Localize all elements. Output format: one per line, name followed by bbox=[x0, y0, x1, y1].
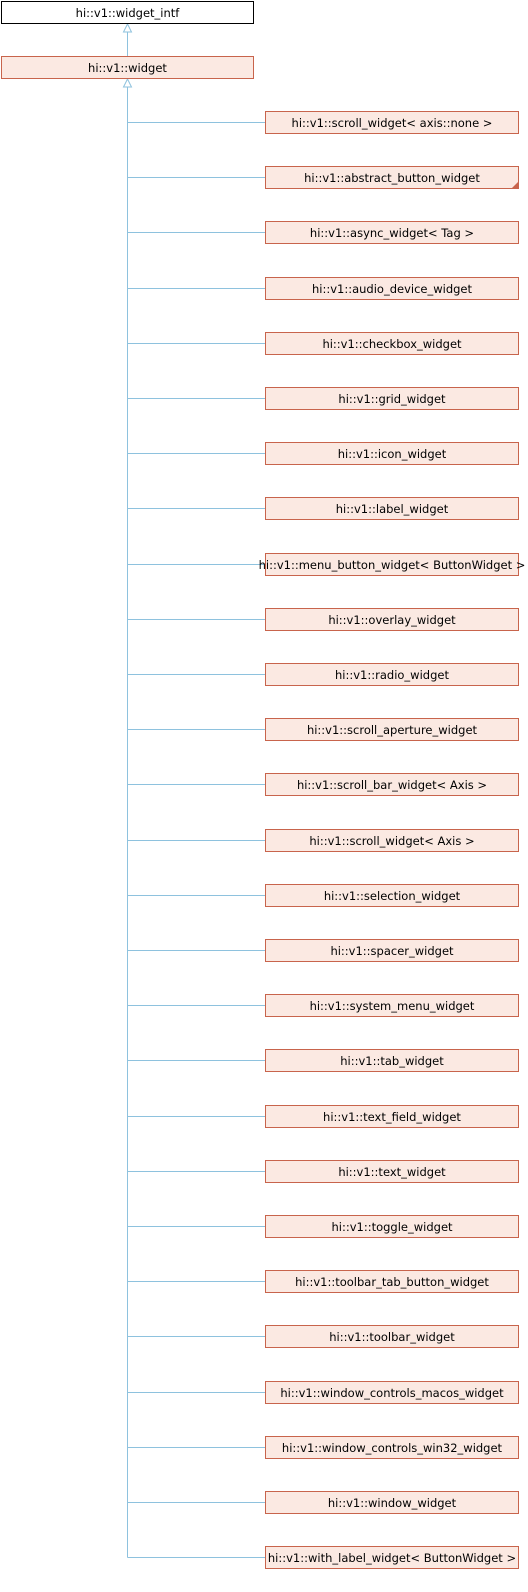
node-child-class[interactable]: hi::v1::scroll_aperture_widget bbox=[265, 718, 519, 741]
node-label: hi::v1::text_field_widget bbox=[323, 1109, 461, 1124]
node-child-class[interactable]: hi::v1::selection_widget bbox=[265, 884, 519, 907]
node-child-class[interactable]: hi::v1::scroll_widget< Axis > bbox=[265, 829, 519, 852]
node-label: hi::v1::scroll_aperture_widget bbox=[306, 722, 478, 737]
node-label: hi::v1::window_widget bbox=[327, 1495, 457, 1510]
node-label: hi::v1::abstract_button_widget bbox=[304, 170, 480, 185]
node-child-class[interactable]: hi::v1::scroll_bar_widget< Axis > bbox=[265, 773, 519, 796]
node-label: hi::v1::audio_device_widget bbox=[311, 281, 473, 296]
node-child-class[interactable]: hi::v1::radio_widget bbox=[265, 663, 519, 686]
node-label: hi::v1::tab_widget bbox=[340, 1053, 444, 1068]
node-child-class[interactable]: hi::v1::spacer_widget bbox=[265, 939, 519, 962]
node-label: hi::v1::menu_button_widget< ButtonWidget… bbox=[258, 557, 526, 572]
node-child-class[interactable]: hi::v1::icon_widget bbox=[265, 442, 519, 465]
node-label: hi::v1::scroll_bar_widget< Axis > bbox=[296, 777, 488, 792]
node-child-class[interactable]: hi::v1::text_widget bbox=[265, 1160, 519, 1183]
node-child-class[interactable]: hi::v1::toggle_widget bbox=[265, 1215, 519, 1238]
node-child-class[interactable]: hi::v1::toolbar_tab_button_widget bbox=[265, 1270, 519, 1293]
node-child-class[interactable]: hi::v1::audio_device_widget bbox=[265, 277, 519, 300]
arrowhead-widget-intf bbox=[122, 22, 133, 33]
node-label: hi::v1::scroll_widget< Axis > bbox=[309, 833, 475, 848]
node-child-class[interactable]: hi::v1::window_widget bbox=[265, 1491, 519, 1514]
node-child-class[interactable]: hi::v1::scroll_widget< axis::none > bbox=[265, 111, 519, 134]
node-child-class[interactable]: hi::v1::window_controls_win32_widget bbox=[265, 1436, 519, 1459]
node-label: hi::v1::label_widget bbox=[335, 501, 449, 516]
node-widget-intf[interactable]: hi::v1::widget_intf bbox=[1, 1, 254, 24]
node-label: hi::v1::system_menu_widget bbox=[309, 998, 475, 1013]
node-label: hi::v1::icon_widget bbox=[337, 446, 447, 461]
node-label: hi::v1::scroll_widget< axis::none > bbox=[291, 115, 493, 130]
node-label: hi::v1::toolbar_tab_button_widget bbox=[295, 1274, 489, 1289]
node-label: hi::v1::checkbox_widget bbox=[322, 336, 462, 351]
arrowhead-widget bbox=[122, 77, 133, 88]
node-child-class[interactable]: hi::v1::async_widget< Tag > bbox=[265, 221, 519, 244]
node-child-class[interactable]: hi::v1::window_controls_macos_widget bbox=[265, 1381, 519, 1404]
node-child-class[interactable]: hi::v1::system_menu_widget bbox=[265, 994, 519, 1017]
node-child-class[interactable]: hi::v1::checkbox_widget bbox=[265, 332, 519, 355]
node-label: hi::v1::text_widget bbox=[338, 1164, 446, 1179]
node-label: hi::v1::window_controls_macos_widget bbox=[280, 1385, 504, 1400]
node-child-class[interactable]: hi::v1::overlay_widget bbox=[265, 608, 519, 631]
node-label: hi::v1::spacer_widget bbox=[330, 943, 454, 958]
node-label: hi::v1::widget bbox=[88, 60, 167, 75]
node-child-class[interactable]: hi::v1::tab_widget bbox=[265, 1049, 519, 1072]
node-label: hi::v1::async_widget< Tag > bbox=[309, 225, 475, 240]
node-label: hi::v1::grid_widget bbox=[338, 391, 446, 406]
more-subclasses-indicator bbox=[512, 182, 518, 188]
node-label: hi::v1::radio_widget bbox=[335, 667, 449, 682]
node-child-class[interactable]: hi::v1::toolbar_widget bbox=[265, 1325, 519, 1348]
node-label: hi::v1::overlay_widget bbox=[328, 612, 456, 627]
node-widget[interactable]: hi::v1::widget bbox=[1, 56, 254, 79]
node-label: hi::v1::toolbar_widget bbox=[329, 1329, 455, 1344]
node-child-class[interactable]: hi::v1::text_field_widget bbox=[265, 1105, 519, 1128]
node-child-class[interactable]: hi::v1::label_widget bbox=[265, 497, 519, 520]
node-child-class[interactable]: hi::v1::grid_widget bbox=[265, 387, 519, 410]
node-label: hi::v1::toggle_widget bbox=[331, 1219, 453, 1234]
node-label: hi::v1::window_controls_win32_widget bbox=[281, 1440, 503, 1455]
node-label: hi::v1::selection_widget bbox=[323, 888, 461, 903]
node-child-class[interactable]: hi::v1::with_label_widget< ButtonWidget … bbox=[265, 1546, 519, 1569]
node-label: hi::v1::widget_intf bbox=[75, 5, 180, 20]
node-label: hi::v1::with_label_widget< ButtonWidget … bbox=[267, 1550, 517, 1565]
node-child-class[interactable]: hi::v1::abstract_button_widget bbox=[265, 166, 519, 189]
node-child-class[interactable]: hi::v1::menu_button_widget< ButtonWidget… bbox=[259, 553, 525, 576]
